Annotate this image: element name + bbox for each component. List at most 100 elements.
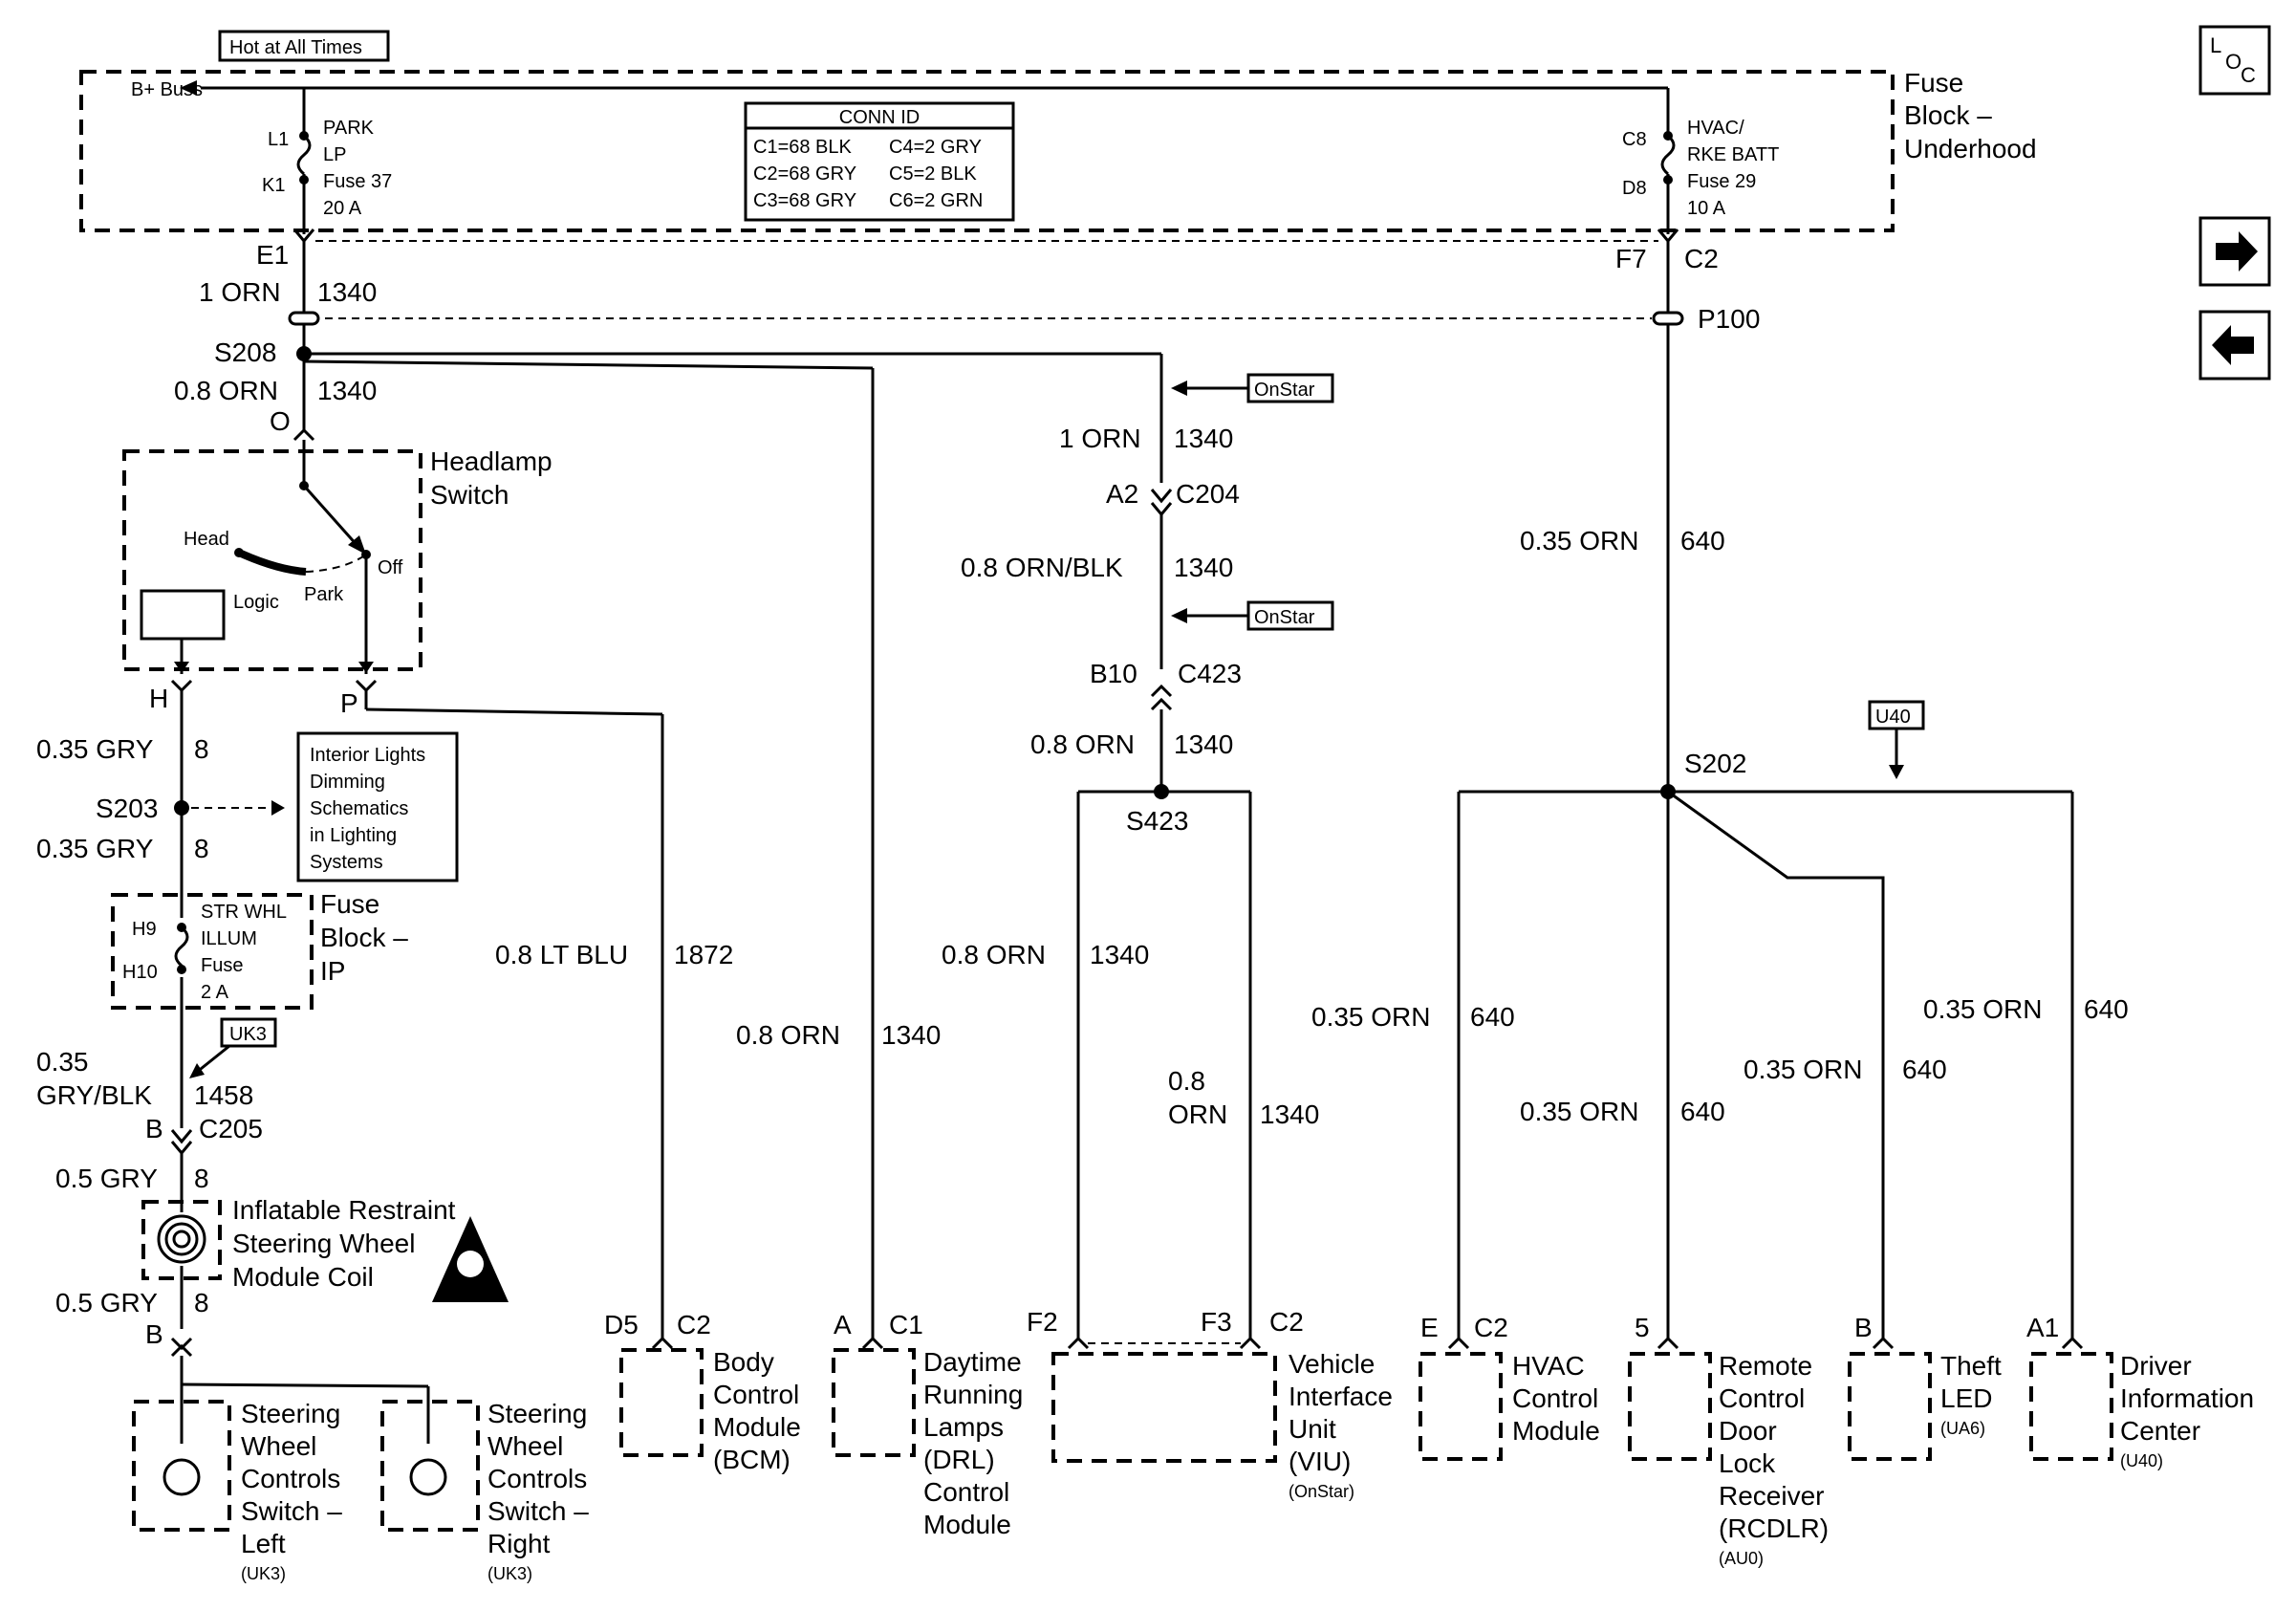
wire-c204-out-circuit: 1340 [1174, 553, 1233, 582]
drl-line6: Module [923, 1510, 1011, 1539]
conn-id-title: CONN ID [839, 107, 920, 128]
fuse-str-whl-icon [174, 925, 189, 968]
conn-id-row2-left: C2=68 GRY [753, 163, 856, 185]
viu-line1: Vehicle [1289, 1349, 1375, 1379]
u40-tag-arrow-icon [1889, 765, 1904, 779]
sw-coil-ring-outer [157, 1214, 206, 1264]
passthrough-grommet-left-icon [288, 311, 320, 326]
drl-line3: Lamps [923, 1412, 1004, 1442]
bcm-conn: C2 [677, 1310, 711, 1339]
loc-button-frame[interactable] [2199, 25, 2271, 96]
fuse-ip-line2: ILLUM [201, 928, 257, 949]
wire-c204-out-size: 0.8 ORN/BLK [961, 553, 1123, 582]
theft-connector-icon [1872, 1336, 1895, 1350]
next-page-button[interactable] [2199, 216, 2271, 287]
switch-head-park-contact [237, 549, 307, 576]
fuse-block-ip-label-1: Fuse [320, 889, 379, 919]
c205-connector-icon [170, 1129, 193, 1156]
interior-box-line1: Interior Lights [310, 745, 425, 766]
wire-hvac-size: 0.35 ORN [1311, 1002, 1431, 1032]
viu-line4: (VIU) [1289, 1447, 1351, 1476]
fuse37-line4: 20 A [323, 198, 362, 219]
wire-s203-size: 0.35 GRY [36, 834, 154, 863]
wire-s208-size: 0.8 ORN [174, 376, 278, 405]
sw-coil-outline [141, 1200, 222, 1280]
previous-page-button[interactable] [2199, 310, 2271, 381]
uk3-tag-box [220, 1017, 277, 1048]
headlamp-switch-outline [122, 449, 422, 671]
wire-f3-size-1: 0.8 [1168, 1066, 1205, 1096]
wire-theft-circuit: 640 [1902, 1055, 1947, 1084]
dic-line2: Information [2120, 1383, 2254, 1413]
swc-pin-label: B [145, 1319, 163, 1349]
fuse-block-underhood-label-1: Fuse [1904, 68, 1963, 98]
rcdlr-line5: Receiver [1719, 1481, 1824, 1511]
fuse-ip-pin-h9: H9 [132, 919, 157, 940]
viu-pin-f3: F3 [1201, 1307, 1232, 1337]
interior-box-line2: Dimming [310, 772, 385, 793]
o-pin-label: O [270, 406, 291, 436]
drl-outline [832, 1348, 916, 1457]
bcm-line1: Body [713, 1347, 774, 1377]
wire-dic-size: 0.35 ORN [1923, 994, 2043, 1024]
theft-line2: LED [1940, 1383, 1992, 1413]
bcm-line3: Module [713, 1412, 801, 1442]
bcm-connector-icon [651, 1336, 674, 1350]
wire-rcdlr-size: 0.35 ORN [1520, 1097, 1639, 1126]
viu-outline [1051, 1352, 1277, 1463]
o-connector-icon [292, 427, 315, 442]
rcdlr-line1: Remote [1719, 1351, 1812, 1381]
wire-bcm-size: 0.8 LT BLU [495, 940, 628, 969]
sw-coil-ring-inner [172, 1230, 191, 1249]
wire-640-size: 0.35 ORN [1520, 526, 1639, 555]
swc-left-line1: Steering [241, 1399, 340, 1428]
c205-pin-label: B [145, 1114, 163, 1143]
dic-pin: A1 [2026, 1313, 2059, 1342]
theft-pin: B [1854, 1313, 1873, 1342]
switch-head-contact [234, 548, 244, 557]
swc-right-option: (UK3) [487, 1564, 532, 1583]
h-connector-icon [170, 679, 193, 693]
wire-hvac-circuit: 640 [1470, 1002, 1515, 1032]
onstar-tag-2-arrow-icon [1171, 608, 1187, 623]
s208-label: S208 [214, 337, 276, 367]
swc-right-line1: Steering [487, 1399, 587, 1428]
c423-label: C423 [1178, 659, 1242, 688]
logic-block [140, 589, 226, 641]
swc-right-line4: Switch – [487, 1496, 589, 1526]
wire-1458-circuit: 1458 [194, 1080, 253, 1110]
arrow-right-icon [2216, 231, 2258, 272]
s203-label: S203 [96, 794, 158, 823]
sw-coil-bg [155, 1212, 208, 1266]
head-label: Head [184, 529, 229, 550]
bcm-pin: D5 [604, 1310, 639, 1339]
fuse-ip-pin-h10: H10 [122, 962, 158, 983]
rcdlr-pin: 5 [1635, 1313, 1650, 1342]
hvac-line2: Control [1512, 1383, 1598, 1413]
c205-label: C205 [199, 1114, 263, 1143]
headlamp-switch-label-2: Switch [430, 480, 509, 510]
swc-right-line5: Right [487, 1529, 551, 1558]
theft-option: (UA6) [1940, 1419, 1985, 1438]
wire-theft-size: 0.35 ORN [1744, 1055, 1863, 1084]
wire-p-horizontal [365, 708, 663, 716]
wire-f2-circuit: 1340 [1090, 940, 1149, 969]
drl-pin: A [834, 1310, 852, 1339]
fuse-37 [296, 88, 312, 234]
swc-left-line3: Controls [241, 1464, 340, 1493]
fuse-ip-pin-top [177, 923, 186, 932]
loc-button[interactable]: L O C [2199, 25, 2271, 96]
c2-label: C2 [1684, 244, 1719, 273]
interior-box-line5: Systems [310, 852, 383, 873]
h-pin-label: H [149, 684, 168, 713]
uk3-tag-pointer [195, 1044, 230, 1075]
fuse-29 [1660, 88, 1676, 234]
wire-coil-out-size: 0.5 GRY [55, 1288, 158, 1317]
wire-f2-size: 0.8 ORN [942, 940, 1046, 969]
rcdlr-connector-icon [1657, 1336, 1679, 1350]
wire-c423-size: 0.8 ORN [1030, 729, 1135, 759]
loc-letter-l: L [2210, 33, 2221, 57]
hot-at-all-times-box [218, 30, 390, 62]
dic-connector-icon [2061, 1336, 2084, 1350]
